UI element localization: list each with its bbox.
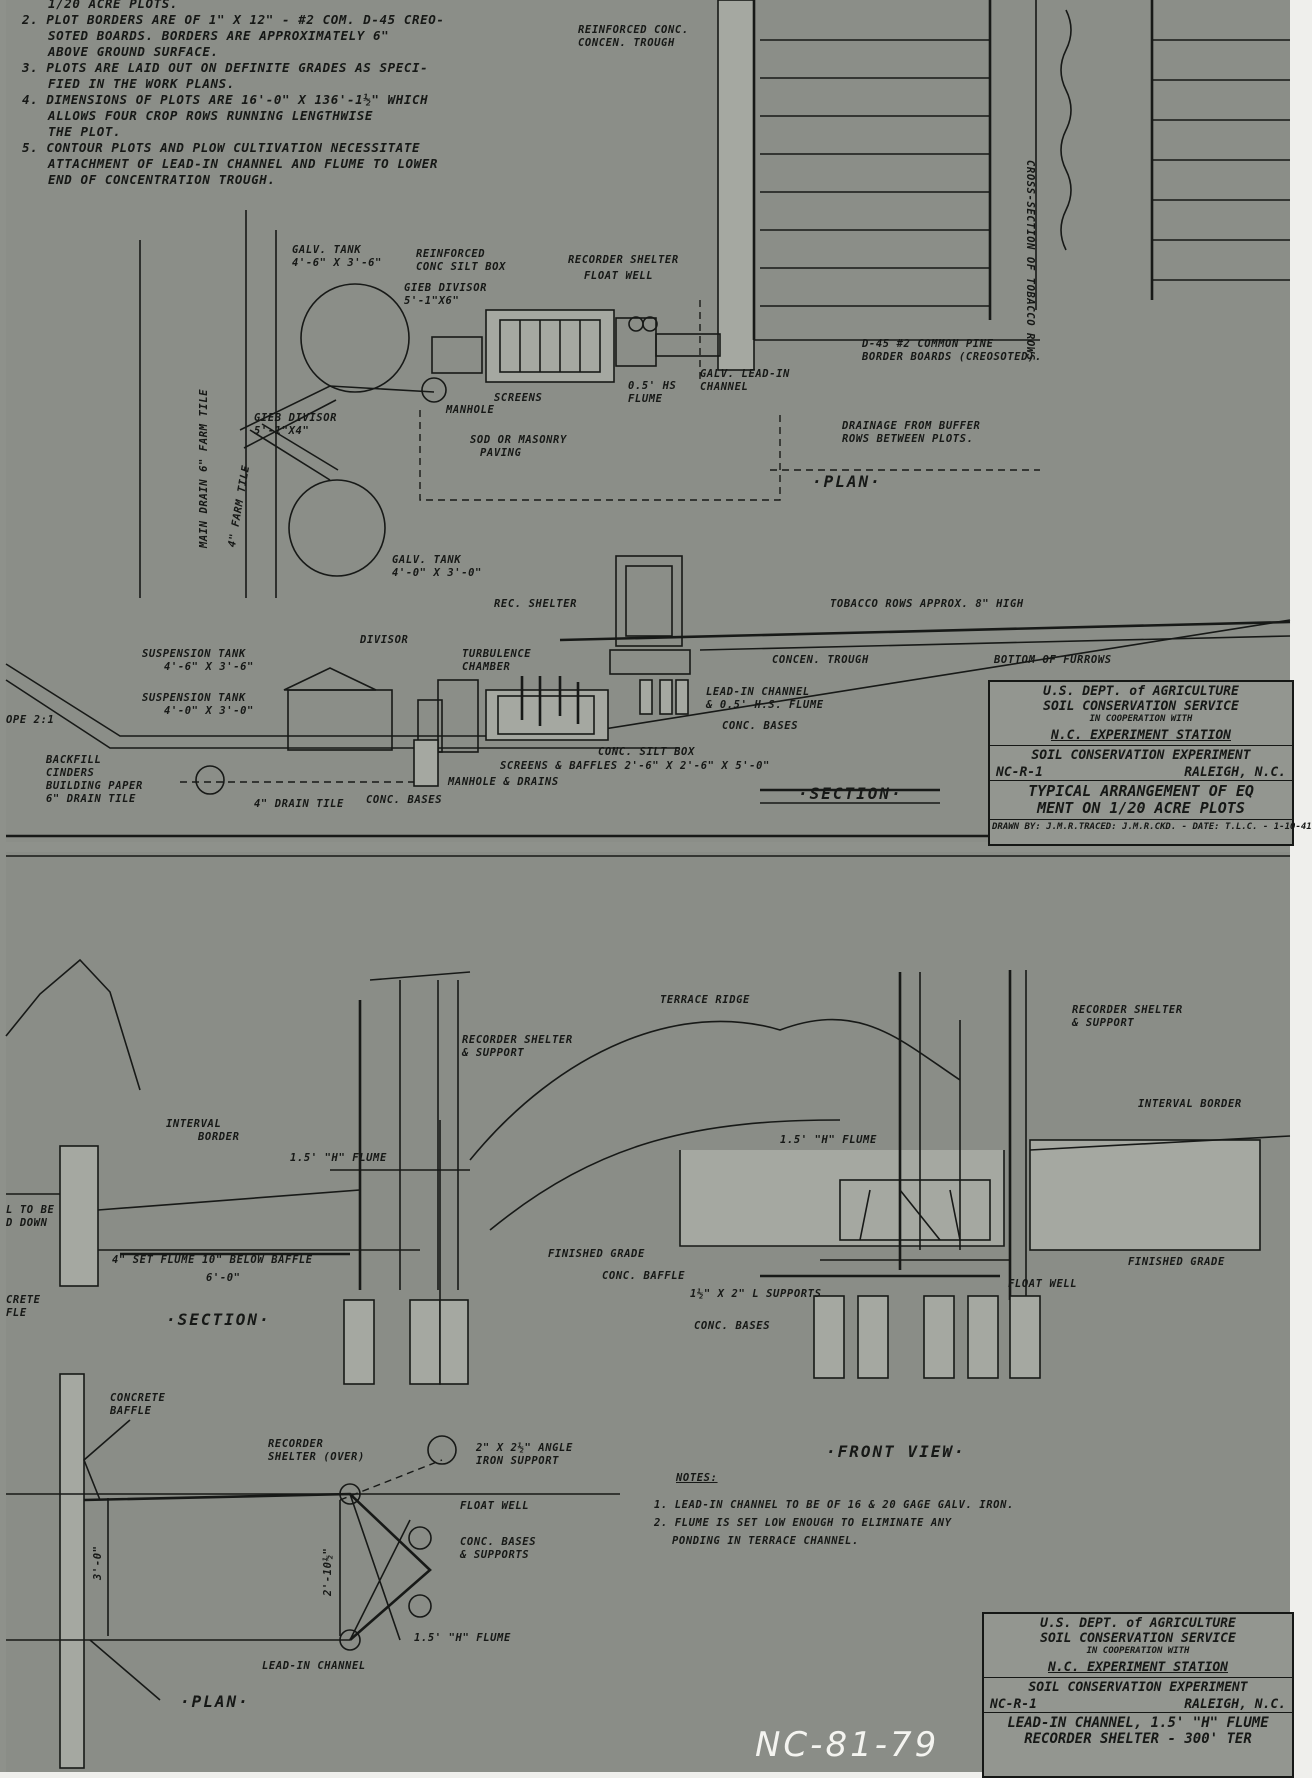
label-conc-bases-2: CONC. BASES bbox=[366, 794, 443, 806]
label-screens: SCREENS bbox=[494, 392, 543, 404]
concen-trough-wall bbox=[717, 0, 755, 371]
top-plan-title: ·PLAN· bbox=[812, 472, 882, 491]
label-bottom-flume: 1.5' "H" FLUME bbox=[290, 1152, 387, 1164]
label-lead-in: LEAD-IN CHANNEL& 0.5' H.S. FLUME bbox=[706, 686, 824, 711]
label-terrace-ridge: TERRACE RIDGE bbox=[660, 994, 750, 1006]
galv-tank-1 bbox=[300, 283, 410, 393]
label-bottom-furrows: BOTTOM OF FURROWS bbox=[994, 654, 1112, 666]
label-recorder-shelter: RECORDER SHELTER bbox=[568, 254, 679, 266]
photo-number-stamp: NC-81-79 bbox=[755, 1725, 940, 1765]
label-reinforced-trough: REINFORCED CONC.CONCEN. TROUGH bbox=[578, 24, 689, 49]
label-fv-float-well: FLOAT WELL bbox=[1008, 1278, 1078, 1290]
bottom-notes: 1. LEAD-IN CHANNEL TO BE OF 16 & 20 GAGE… bbox=[654, 1499, 1014, 1547]
label-bp-lead-in: LEAD-IN CHANNEL bbox=[262, 1660, 366, 1672]
label-divisor: DIVISOR bbox=[360, 634, 409, 646]
label-fv-flume: 1.5' "H" FLUME bbox=[780, 1134, 877, 1146]
manhole-icon bbox=[421, 377, 447, 403]
rec-shelter bbox=[615, 555, 683, 647]
label-main-drain: MAIN DRAIN 6" FARM TILE bbox=[198, 388, 210, 548]
label-dim-6: 6'-0" bbox=[206, 1272, 241, 1284]
label-screens-baffles: SCREENS & BAFFLES 2'-6" x 2'-6" x 5'-0" bbox=[500, 760, 770, 772]
label-manhole: MANHOLE bbox=[446, 404, 495, 416]
drain-tile-icon bbox=[195, 765, 225, 795]
flume-front bbox=[839, 1179, 991, 1241]
top-section-title: ·SECTION· bbox=[798, 784, 903, 803]
label-concen-trough: CONCEN. TROUGH bbox=[772, 654, 869, 666]
label-tobacco-rows: TOBACCO ROWS APPROX. 8" HIGH bbox=[830, 598, 1024, 610]
label-dim-3: 3'-0" bbox=[92, 1545, 104, 1580]
label-recorder-support: RECORDER SHELTER& SUPPORT bbox=[462, 1034, 573, 1059]
label-rec-shelter: REC. SHELTER bbox=[494, 598, 578, 610]
top-notes: 1/20 ACRE PLOTS. 2. PLOT BORDERS ARE OF … bbox=[22, 0, 445, 187]
bottom-plan-title: ·PLAN· bbox=[180, 1692, 250, 1711]
label-finished-grade-1: FINISHED GRADE bbox=[548, 1248, 645, 1260]
label-conc-bases: CONC. BASES bbox=[722, 720, 799, 732]
label-set-flume: 4" SET FLUME 10" BELOW BAFFLE bbox=[112, 1254, 313, 1266]
label-slope: OPE 2:1 bbox=[6, 714, 55, 726]
label-manhole-drains: MANHOLE & DRAINS bbox=[448, 776, 559, 788]
bottom-notes-title: NOTES: bbox=[676, 1472, 718, 1484]
label-fv-recorder-support: RECORDER SHELTER& SUPPORT bbox=[1072, 1004, 1183, 1029]
label-drain-tile-4: 4" DRAIN TILE bbox=[254, 798, 344, 810]
bottom-section-title: ·SECTION· bbox=[166, 1310, 271, 1329]
label-bp-flume: 1.5' "H" FLUME bbox=[414, 1632, 511, 1644]
label-cross-section: CROSS-SECTION OF TOBACCO ROWS bbox=[1024, 160, 1036, 361]
label-float-well: FLOAT WELL bbox=[584, 270, 654, 282]
drawing-lines bbox=[5, 0, 1291, 1769]
galv-tank-2 bbox=[288, 479, 386, 577]
float-well-icon bbox=[427, 1435, 457, 1465]
label-fv-interval-border: INTERVAL BORDER bbox=[1138, 1098, 1242, 1110]
label-bp-conc-bases: CONC. BASES& SUPPORTS bbox=[460, 1536, 537, 1561]
label-fv-conc-bases: CONC. BASES bbox=[694, 1320, 771, 1332]
label-supports: 1½" x 2" L SUPPORTS bbox=[690, 1288, 822, 1300]
label-conc-baffle: CONC. BAFFLE bbox=[602, 1270, 686, 1282]
label-bp-float-well: FLOAT WELL bbox=[460, 1500, 530, 1512]
suspension-tank bbox=[287, 689, 393, 751]
label-conc-silt-box: CONC. SILT BOX bbox=[598, 746, 695, 758]
front-view-title: ·FRONT VIEW· bbox=[826, 1442, 966, 1461]
label-finished-grade-2: FINISHED GRADE bbox=[1128, 1256, 1225, 1268]
silt-box bbox=[485, 309, 615, 383]
label-dim-2: 2'-10½" bbox=[322, 1547, 334, 1596]
